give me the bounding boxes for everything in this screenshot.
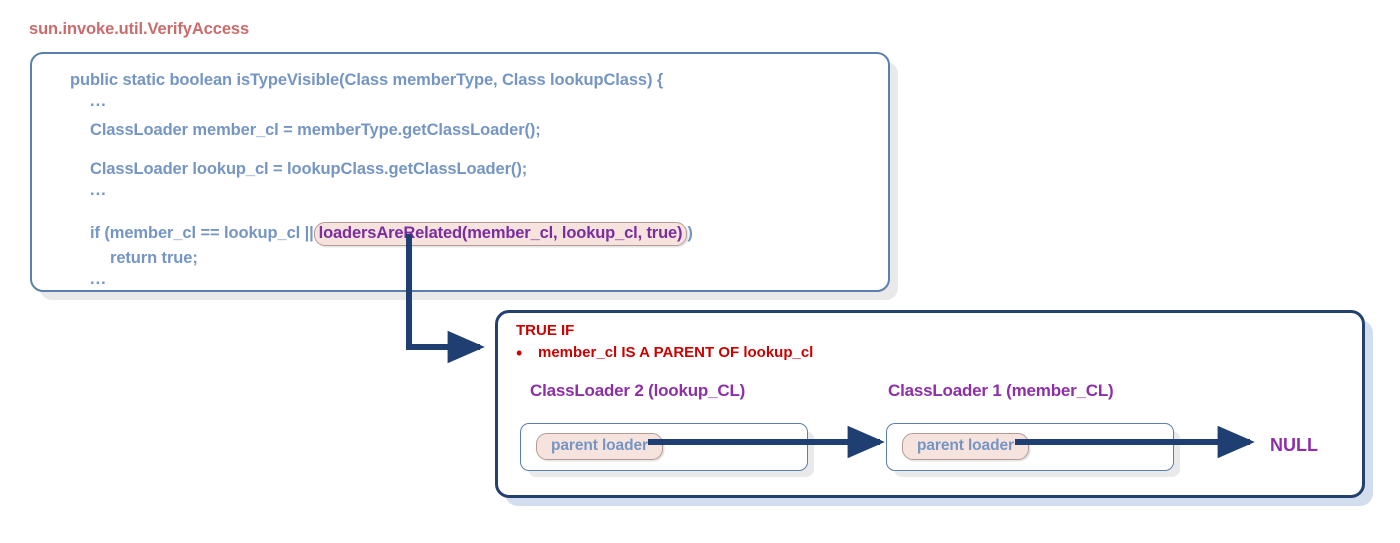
code-line-return-text: return true; — [110, 249, 198, 267]
ellipsis-icon: ... — [90, 92, 107, 110]
true-if-heading: TRUE IF — [516, 322, 575, 339]
ellipsis-icon: ... — [90, 270, 107, 288]
code-line-ellipsis-1: ... — [70, 92, 878, 118]
code-panel: public static boolean isTypeVisible(Clas… — [30, 52, 890, 292]
classloader-1-label: ClassLoader 1 (member_CL) — [888, 381, 1114, 400]
highlighted-call[interactable]: loadersAreRelated(member_cl, lookup_cl, … — [313, 221, 688, 246]
parent-loader-pill: parent loader — [536, 433, 663, 460]
code-line-return: return true; — [70, 246, 878, 271]
condition-bullet-row: • member_cl IS A PARENT OF lookup_cl — [516, 344, 813, 362]
code-body: public static boolean isTypeVisible(Clas… — [70, 68, 878, 296]
page-title: sun.invoke.util.VerifyAccess — [29, 20, 250, 38]
code-blank-2 — [70, 207, 878, 221]
classloader-2-label: ClassLoader 2 (lookup_CL) — [530, 381, 746, 400]
bullet-icon: • — [516, 343, 523, 363]
classloader-1-box: parent loader — [886, 423, 1174, 471]
highlighted-call-text: loadersAreRelated(member_cl, lookup_cl, … — [313, 222, 688, 246]
code-line-signature-text: public static boolean isTypeVisible(Clas… — [70, 71, 664, 89]
code-line-if: if (member_cl == lookup_cl ||loadersAreR… — [70, 221, 878, 246]
null-terminal-label: NULL — [1270, 435, 1318, 455]
if-prefix: if (member_cl == lookup_cl || — [90, 224, 314, 242]
code-line-signature: public static boolean isTypeVisible(Clas… — [70, 68, 878, 93]
code-line-member-cl: ClassLoader member_cl = memberType.getCl… — [70, 118, 878, 143]
ellipsis-icon: ... — [90, 181, 107, 199]
condition-bullet-text: member_cl IS A PARENT OF lookup_cl — [538, 344, 814, 361]
if-suffix: ) — [687, 224, 693, 242]
classloader-2-box: parent loader — [520, 423, 808, 471]
code-line-lookup-cl: ClassLoader lookup_cl = lookupClass.getC… — [70, 157, 878, 182]
parent-loader-pill: parent loader — [902, 433, 1029, 460]
code-line-ellipsis-3: ... — [70, 270, 878, 296]
code-line-ellipsis-2: ... — [70, 181, 878, 207]
detail-panel: TRUE IF • member_cl IS A PARENT OF looku… — [495, 310, 1365, 498]
code-line-member-cl-text: ClassLoader member_cl = memberType.getCl… — [90, 121, 541, 139]
code-line-lookup-cl-text: ClassLoader lookup_cl = lookupClass.getC… — [90, 160, 528, 178]
code-blank-1 — [70, 143, 878, 157]
